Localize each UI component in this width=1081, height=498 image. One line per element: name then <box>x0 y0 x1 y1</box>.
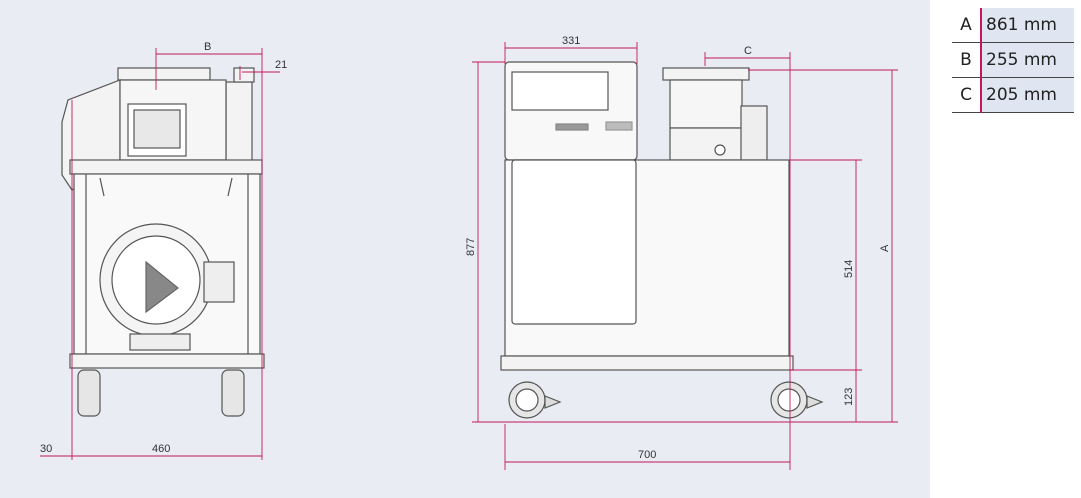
front-dim-30-label: 30 <box>40 443 52 455</box>
side-view-dimensions <box>472 42 898 470</box>
front-view-dimensions <box>40 48 280 460</box>
dimension-key: B <box>952 42 982 78</box>
dimension-row: B 255 mm <box>952 42 1074 78</box>
dimension-row: C 205 mm <box>952 77 1074 113</box>
technical-drawing-panel: B 21 30 460 <box>0 0 930 498</box>
side-dim-700-label: 700 <box>638 449 656 461</box>
dimension-key: A <box>952 8 982 43</box>
dimension-value: 255 mm <box>981 42 1074 78</box>
side-dim-c-label: C <box>744 45 752 57</box>
dimension-value: 205 mm <box>981 77 1074 113</box>
side-dim-514-label: 514 <box>843 260 855 278</box>
dimension-key: C <box>952 77 982 113</box>
dimension-value: 861 mm <box>981 8 1074 43</box>
dimension-table: A 861 mm B 255 mm C 205 mm <box>952 8 1074 113</box>
side-dim-123-label: 123 <box>843 388 855 406</box>
technical-drawing: B 21 30 460 <box>40 35 898 470</box>
side-dim-877-label: 877 <box>465 238 477 256</box>
side-view <box>500 61 824 419</box>
side-dim-a-label: A <box>879 244 891 252</box>
side-dim-331-label: 331 <box>562 35 580 47</box>
front-dim-21-label: 21 <box>275 59 287 71</box>
front-view <box>61 67 265 417</box>
front-dim-b-label: B <box>204 41 211 53</box>
front-dim-460-label: 460 <box>152 443 170 455</box>
dimension-row: A 861 mm <box>952 8 1074 43</box>
